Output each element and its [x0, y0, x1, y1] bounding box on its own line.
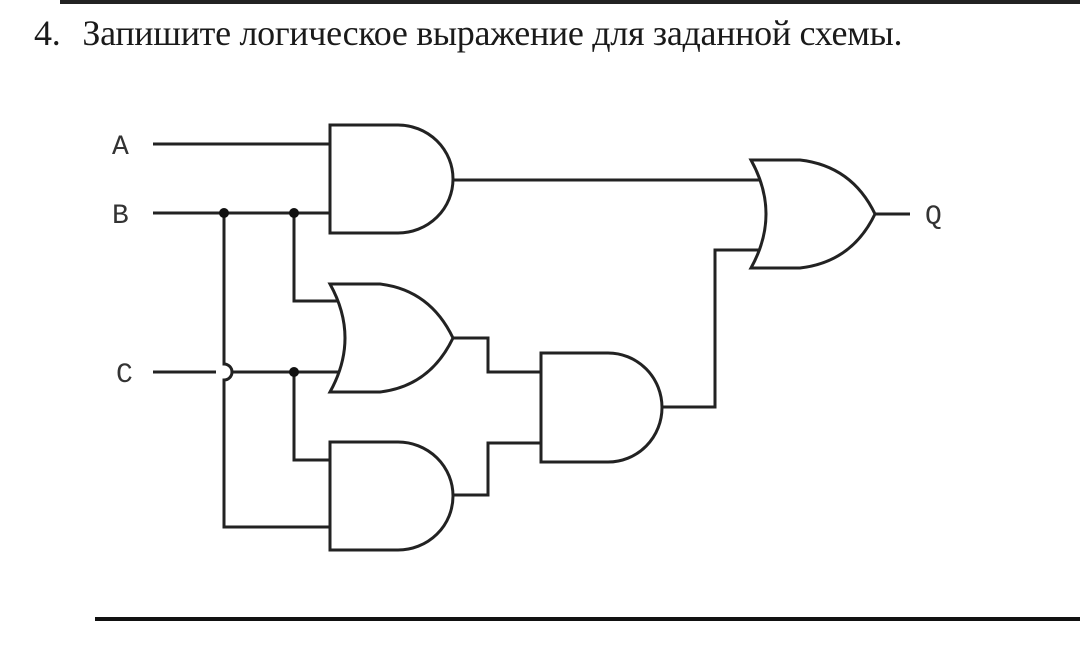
wire-c-to-and3: [292, 372, 330, 462]
and-gate-1: [328, 123, 455, 235]
answer-line: [95, 617, 1080, 621]
junction-dot: [289, 367, 299, 377]
wires: [153, 142, 910, 529]
and-gate-3: [328, 440, 455, 552]
or-gate-2: [748, 158, 877, 270]
wire-and2-to-or2: [662, 248, 762, 409]
input-label-a: A: [112, 132, 129, 163]
top-divider: [60, 0, 1080, 4]
wire-b-to-or1: [292, 213, 338, 303]
question-number: 4.: [34, 13, 61, 53]
input-label-b: B: [112, 201, 129, 232]
wire-and3-to-and2: [453, 441, 541, 497]
question-title: 4. Запишите логическое выражение для зада…: [34, 12, 903, 54]
or-gate-1: [327, 282, 455, 394]
junction-dot: [289, 208, 299, 218]
wire-or1-to-and2: [453, 336, 541, 374]
question-text: Запишите логическое выражение для заданн…: [82, 13, 903, 53]
wire-b-to-and3: [222, 213, 330, 529]
output-label-q: Q: [925, 202, 942, 233]
junction-dot: [219, 208, 229, 218]
junction-dots: [219, 208, 299, 377]
input-label-c: C: [116, 360, 133, 391]
and-gate-2: [539, 351, 664, 464]
